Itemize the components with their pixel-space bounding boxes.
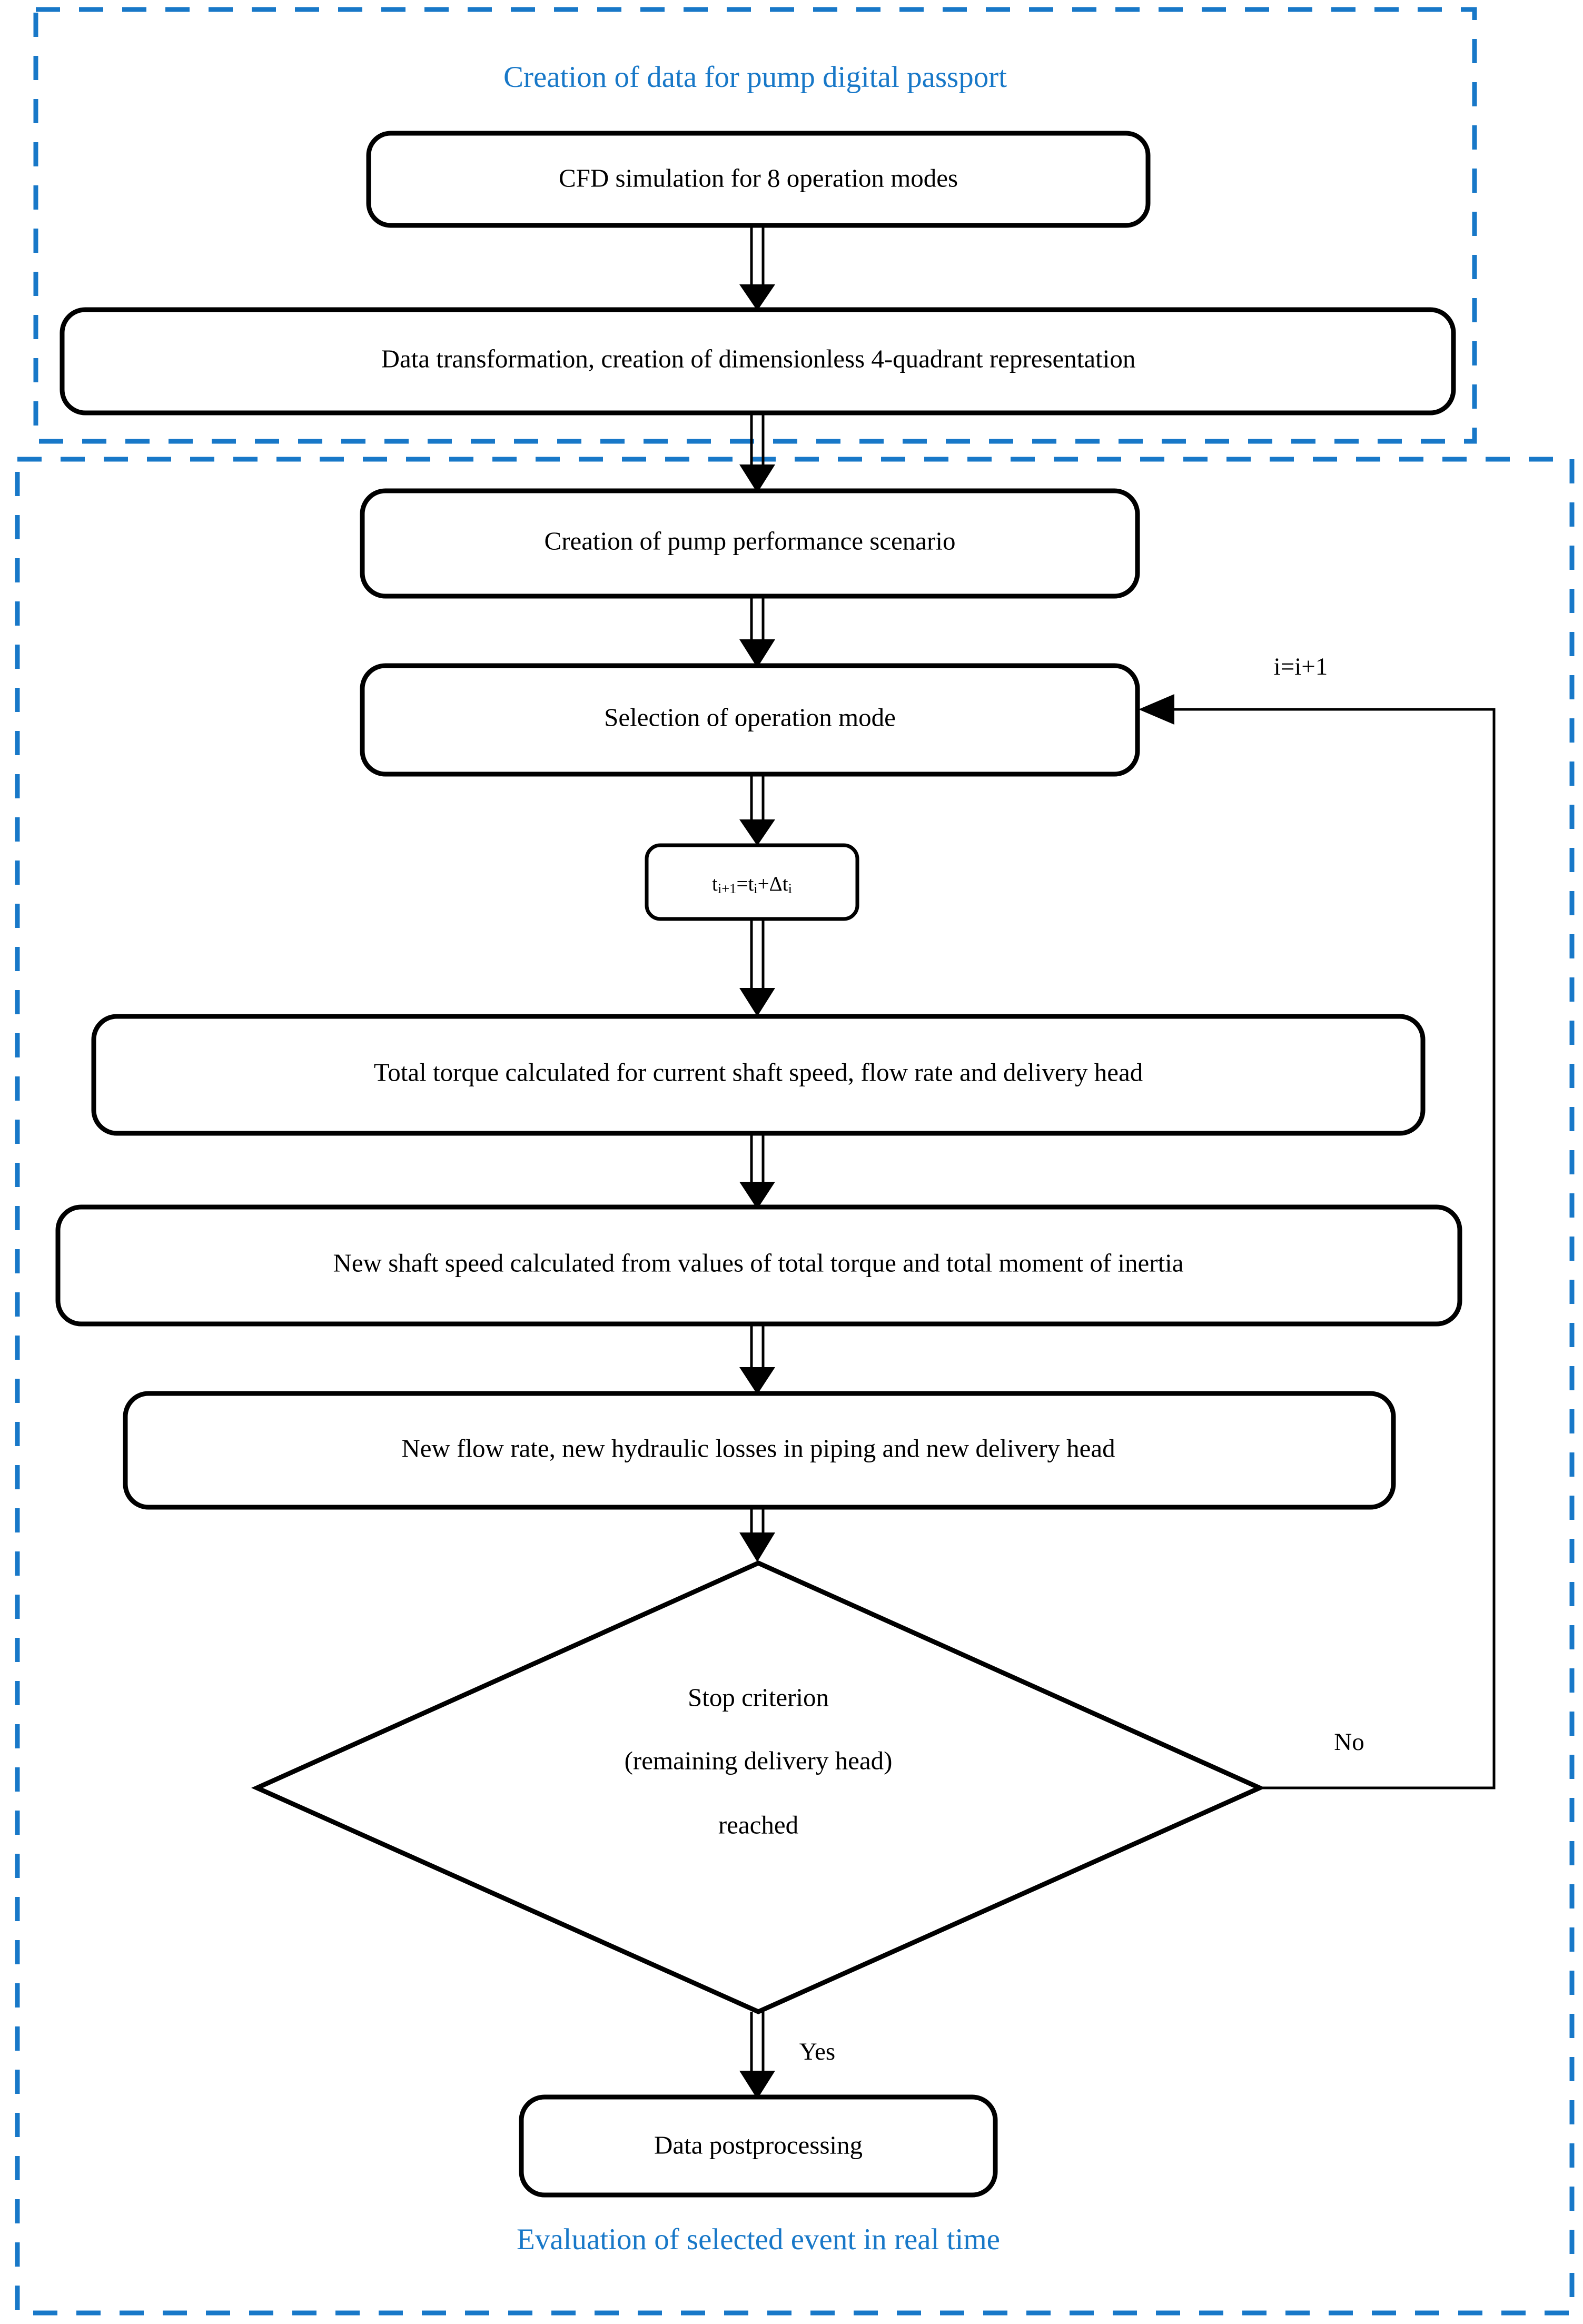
time-step-sub3: i [788, 881, 792, 896]
node-cfd-simulation[interactable]: CFD simulation for 8 operation modes [366, 131, 1151, 228]
edge-mode-to-timestep [739, 772, 775, 846]
node-new-shaft-speed[interactable]: New shaft speed calculated from values o… [55, 1204, 1462, 1327]
edge-shaftspeed-to-flowrate [739, 1323, 775, 1395]
edge-flowrate-to-decision [739, 1507, 775, 1562]
node-label-data-postprocessing: Data postprocessing [654, 2130, 863, 2159]
node-label-cfd-simulation: CFD simulation for 8 operation modes [559, 163, 958, 192]
edge-decision-to-postprocessing [739, 2012, 775, 2099]
node-stop-criterion[interactable]: Stop criterion (remaining delivery head)… [251, 1560, 1266, 2014]
edge-decision-loopback [1139, 694, 1496, 1789]
section-caption-top: Creation of data for pump digital passpo… [503, 61, 1007, 94]
edge-cfd-to-transformation [739, 223, 775, 311]
node-label-data-transformation: Data transformation, creation of dimensi… [381, 344, 1136, 373]
node-data-transformation[interactable]: Data transformation, creation of dimensi… [60, 307, 1456, 416]
edge-transformation-to-scenario [739, 411, 775, 493]
node-label-total-torque: Total torque calculated for current shaf… [374, 1057, 1143, 1086]
time-step-t3: +Δt [758, 873, 788, 895]
edge-torque-to-shaftspeed [739, 1133, 775, 1209]
node-label-new-shaft-speed: New shaft speed calculated from values o… [333, 1248, 1183, 1277]
time-step-t2: =t [736, 873, 754, 895]
node-label-stop-criterion-line2: (remaining delivery head) [625, 1746, 893, 1775]
section-frame-bottom [15, 457, 1575, 2316]
section-caption-bottom: Evaluation of selected event in real tim… [517, 2223, 1000, 2256]
node-label-operation-mode: Selection of operation mode [604, 703, 896, 731]
time-step-sub2: i [754, 881, 757, 896]
section-frame-top [33, 7, 1477, 444]
node-time-step[interactable]: ti+1=ti+Δti [645, 843, 859, 921]
edge-timestep-to-torque [739, 917, 775, 1016]
time-step-t1: t [712, 873, 718, 895]
node-label-stop-criterion-line1: Stop criterion [688, 1683, 829, 1712]
node-performance-scenario[interactable]: Creation of pump performance scenario [360, 488, 1140, 599]
node-label-time-step: ti+1=ti+Δti [712, 873, 792, 896]
time-step-sub1: i+1 [718, 881, 737, 896]
node-total-torque[interactable]: Total torque calculated for current shaf… [91, 1014, 1426, 1136]
node-label-stop-criterion-line3: reached [718, 1810, 798, 1839]
edge-scenario-to-mode [739, 595, 775, 668]
edge-label-yes: Yes [799, 2038, 835, 2065]
edge-label-no: No [1334, 1728, 1364, 1756]
node-data-postprocessing[interactable]: Data postprocessing [519, 2094, 998, 2198]
node-label-performance-scenario: Creation of pump performance scenario [545, 526, 956, 555]
node-label-new-flow-rate: New flow rate, new hydraulic losses in p… [401, 1433, 1115, 1462]
edge-label-increment: i=i+1 [1274, 653, 1328, 680]
node-operation-mode[interactable]: Selection of operation mode [360, 663, 1140, 777]
node-new-flow-rate[interactable]: New flow rate, new hydraulic losses in p… [123, 1391, 1396, 1510]
